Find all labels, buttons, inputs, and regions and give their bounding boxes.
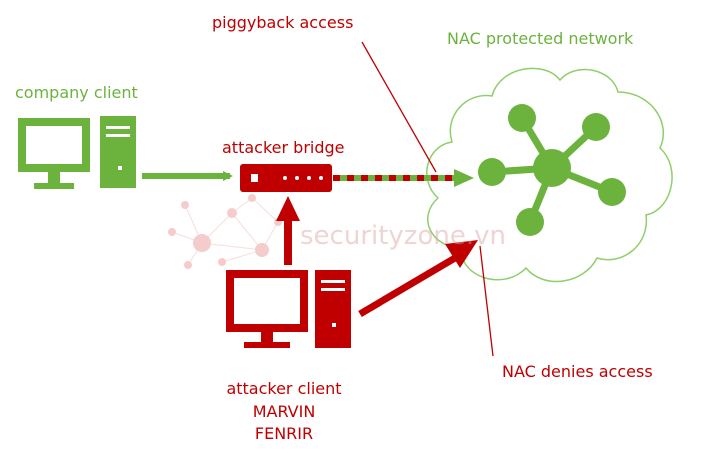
attacker-to-network-arrow bbox=[358, 254, 457, 318]
piggyback-pointer-line bbox=[361, 41, 437, 173]
attacker-tool-fenrir: FENRIR bbox=[254, 424, 314, 443]
watermark-text: securityzone.vn bbox=[300, 221, 506, 251]
nac-network-label: NAC protected network bbox=[447, 29, 634, 48]
hub-node bbox=[516, 208, 544, 236]
hub-node bbox=[478, 158, 506, 186]
hub-node bbox=[598, 178, 626, 206]
hub-center-node bbox=[533, 149, 571, 187]
attacker-to-bridge-arrow-shaft bbox=[284, 220, 292, 265]
attacker-to-network-arrowhead bbox=[445, 240, 478, 268]
hub-node bbox=[508, 104, 536, 132]
company-client-label: company client bbox=[15, 83, 138, 102]
nac-denies-label: NAC denies access bbox=[502, 362, 653, 381]
cloud-icon bbox=[426, 67, 673, 283]
attacker-client-label: attacker client MARVIN FENRIR bbox=[200, 378, 368, 446]
attacker-client-computer-icon bbox=[226, 270, 351, 348]
attacker-bridge-label: attacker bridge bbox=[222, 138, 345, 157]
denies-pointer-line bbox=[479, 245, 494, 357]
company-client-computer-icon bbox=[18, 116, 136, 189]
attacker-bridge-device-icon bbox=[240, 164, 332, 192]
faded-network-decoration bbox=[168, 194, 282, 269]
attacker-client-line: attacker client bbox=[226, 379, 342, 398]
piggyback-arrowhead bbox=[454, 169, 474, 187]
hub-node bbox=[582, 113, 610, 141]
attacker-to-bridge-arrowhead bbox=[276, 196, 300, 221]
piggyback-access-label: piggyback access bbox=[212, 13, 354, 32]
attacker-tool-marvin: MARVIN bbox=[252, 401, 316, 421]
